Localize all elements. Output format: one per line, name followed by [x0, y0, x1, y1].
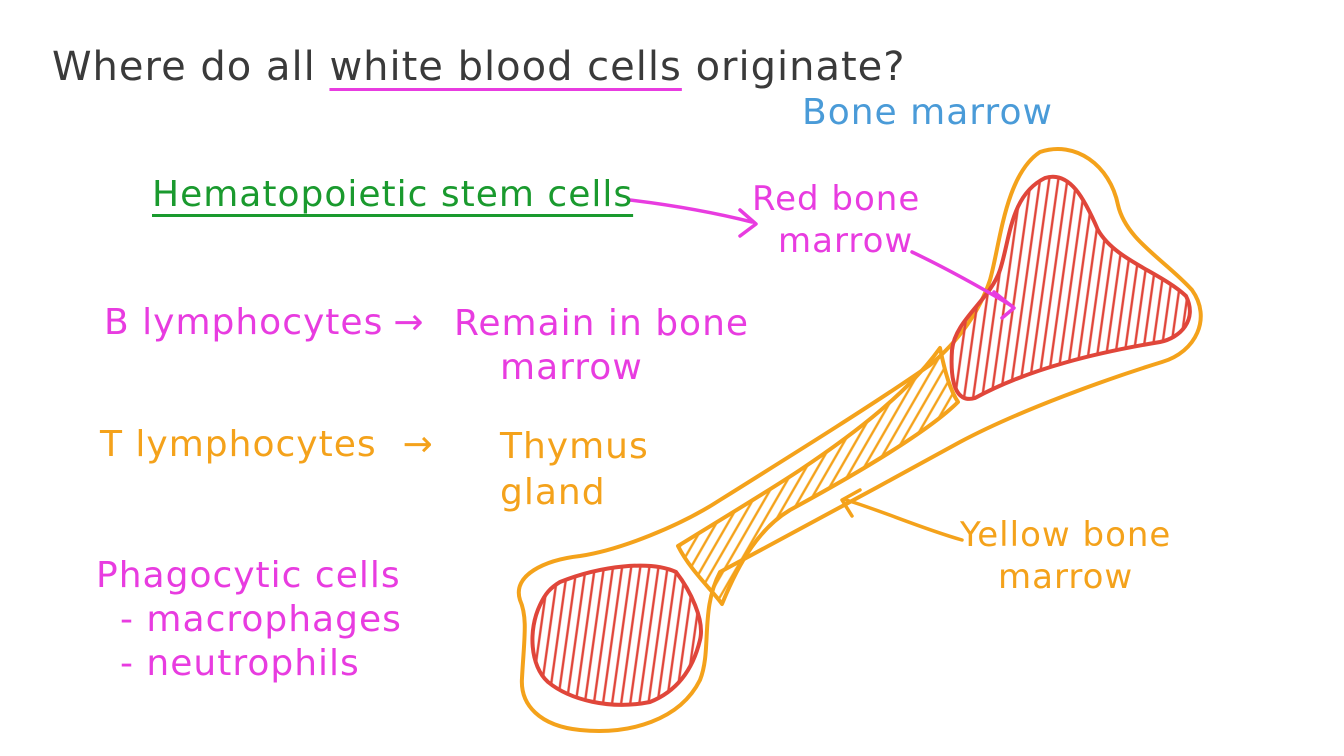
question-suffix: originate?: [681, 44, 906, 90]
b-dest-line2: marrow: [500, 347, 643, 388]
b-dest-line1: Remain in bone: [454, 303, 750, 344]
red-marrow-bottom: [530, 563, 703, 707]
red-marrow-top: [949, 174, 1192, 401]
yellow-line1: Yellow bone: [960, 515, 1172, 555]
t-dest-line2: gland: [500, 472, 606, 513]
phagocytic-block: Phagocytic cells- macrophages- neutrophi…: [96, 554, 402, 686]
t-lymphocytes-destination: Thymus gland: [500, 424, 649, 516]
question-heading: Where do all white blood cells originate…: [52, 44, 906, 90]
t-lymphocytes-arrow: →: [402, 424, 434, 465]
question-highlight: white blood cells: [329, 44, 682, 90]
b-lymphocytes-name: B lymphocytes: [104, 302, 384, 343]
question-prefix: Where do all: [52, 44, 330, 90]
phagocytic-item-macrophages: - macrophages: [120, 599, 402, 640]
yellow-marrow: [676, 346, 960, 606]
yellow-line2: marrow: [998, 557, 1134, 597]
red-bone-marrow-line2: marrow: [778, 221, 914, 261]
t-lymphocytes-label: T lymphocytes →: [100, 424, 444, 465]
bone-outline: [516, 146, 1203, 733]
hematopoietic-label: Hematopoietic stem cells: [152, 174, 634, 215]
b-lymphocytes-label: B lymphocytes→: [104, 302, 435, 343]
t-lymphocytes-name: T lymphocytes: [100, 424, 377, 465]
t-dest-line1: Thymus: [500, 426, 649, 467]
arrowhead-yellow: [840, 488, 862, 518]
phagocytic-title: Phagocytic cells: [96, 555, 401, 596]
arrow-hsc-to-red: [628, 198, 754, 224]
bone-marrow-title: Bone marrow: [802, 92, 1053, 133]
red-bone-marrow-line1: Red bone: [752, 179, 921, 219]
arrowhead-hsc: [738, 208, 758, 238]
b-lymphocytes-arrow: →: [393, 302, 425, 343]
arrow-yellow-label: [844, 498, 964, 542]
phagocytic-item-neutrophils: - neutrophils: [120, 643, 360, 684]
arrowhead-red-label: [992, 290, 1016, 320]
